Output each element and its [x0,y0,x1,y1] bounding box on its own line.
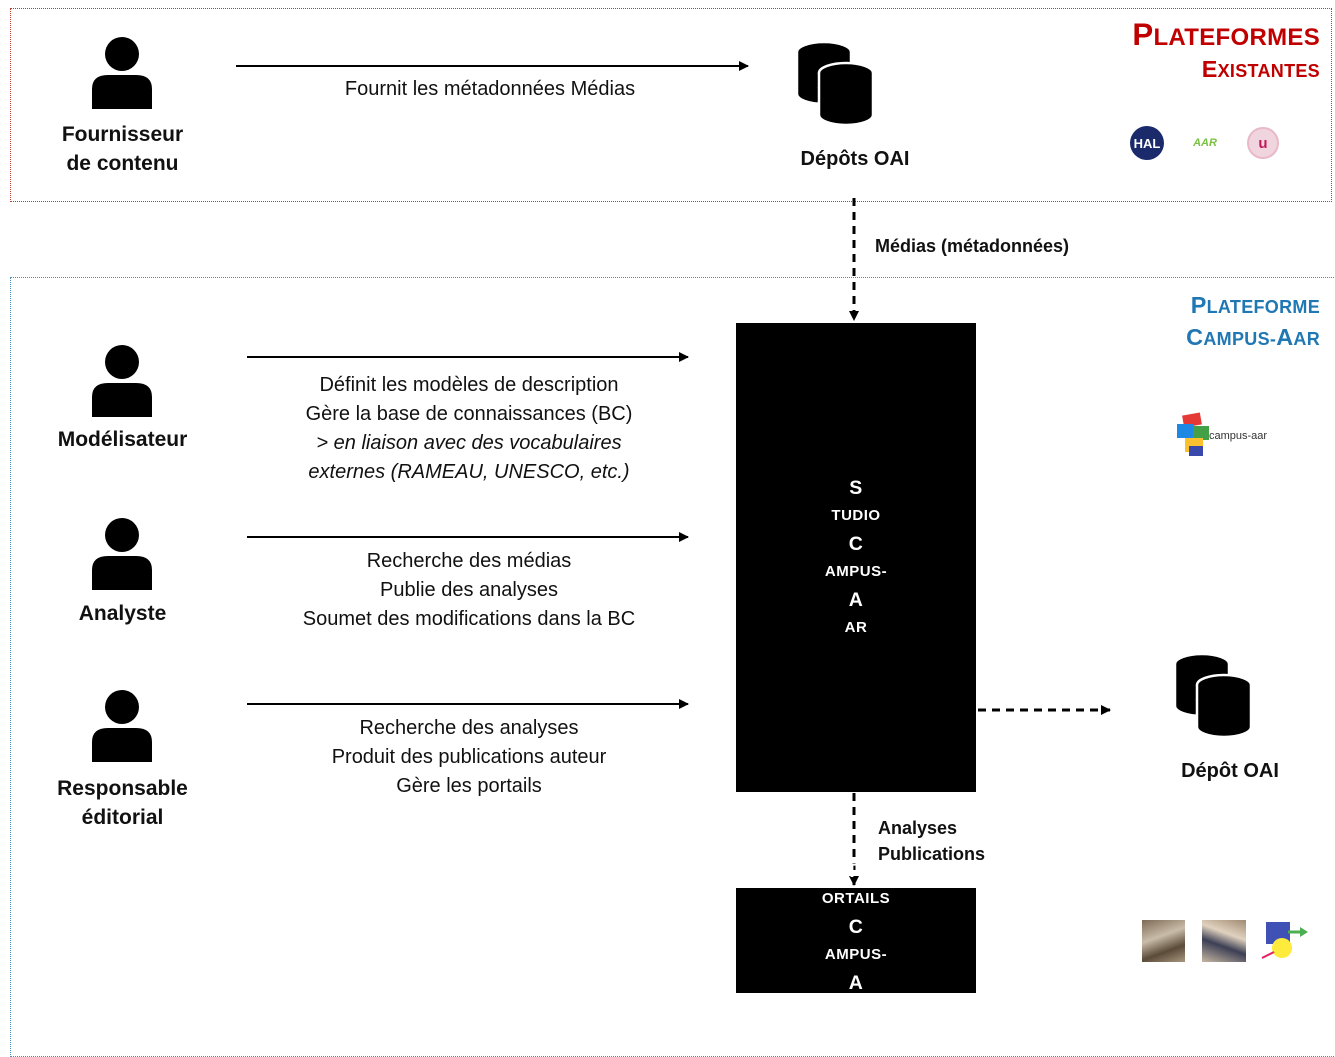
analyst-person-icon [92,518,152,590]
flow-line: Soumet des modifications dans la BC [302,608,636,630]
campus-logo-mark [1177,412,1209,456]
modeler-person-icon [92,345,152,417]
top-repository-label: Dépôts OAI [800,148,910,170]
flow-line: Recherche des analyses [359,717,579,739]
campus-platform-title: PLATEFORME CAMPUS-AAR [1020,290,1320,354]
flow-line: > en liaison avec des vocabulaires [316,432,622,454]
flow-line: externes (RAMEAU, UNESCO, etc.) [308,461,630,483]
editor-person-icon [92,690,152,762]
actor-analyst: Analyste [78,602,167,625]
editor-flow-text: Recherche des analyses Produit des publi… [230,714,708,801]
title-existing-line2: EXISTANTES [1201,56,1320,82]
flow-line: Fournit les métadonnées Médias [344,78,636,100]
edge-publications: Publications [878,844,986,864]
media-edge-label: Médias (métadonnées) [875,236,1070,256]
database-icon [795,40,875,127]
flow-line: Recherche des médias [366,550,572,572]
modeler-flow-text: Définit les modèles de description Gère … [230,371,708,487]
provider-person-icon [92,37,152,109]
portal-thumbnail-diagram [1261,922,1308,959]
actor-modeler: Modélisateur [57,428,188,451]
existing-platforms-title: PLATEFORMES EXISTANTES [1020,17,1320,86]
flow-line: Définit les modèles de description [319,374,619,396]
campus-logo-text: campus-aar [1209,430,1268,442]
portal-thumbnail-building [1142,920,1185,962]
hal-logo: HAL [1130,126,1164,160]
flow-line: Gère la base de connaissances (BC) [305,403,633,425]
portal-thumbnail-people [1202,920,1246,962]
aar-logo: AAR [1193,137,1217,149]
campus-aar-logo: campus-aar [1175,410,1275,470]
flow-line: Publie des analyses [380,579,558,601]
flow-line: Produit des publications auteur [331,746,607,768]
u-logo: u [1247,127,1279,159]
analyst-flow-text: Recherche des médias Publie des analyses… [230,547,708,634]
edge-analyses: Analyses [878,818,958,838]
connectors-layer [236,61,1111,886]
analyses-edge-label: Analyses Publications [878,815,1038,867]
title-existing-line1: PLATEFORMES [1132,17,1320,52]
flow-line: Gère les portails [396,775,542,797]
provider-flow-text: Fournit les métadonnées Médias [240,75,740,104]
title-campus-line2: CAMPUS-AAR [1186,324,1320,350]
existing-platforms-zone [10,8,1332,202]
right-repository-label: Dépôt OAI [1181,760,1279,782]
database-icon [1173,652,1253,739]
title-campus-line1: PLATEFORME [1190,292,1320,318]
